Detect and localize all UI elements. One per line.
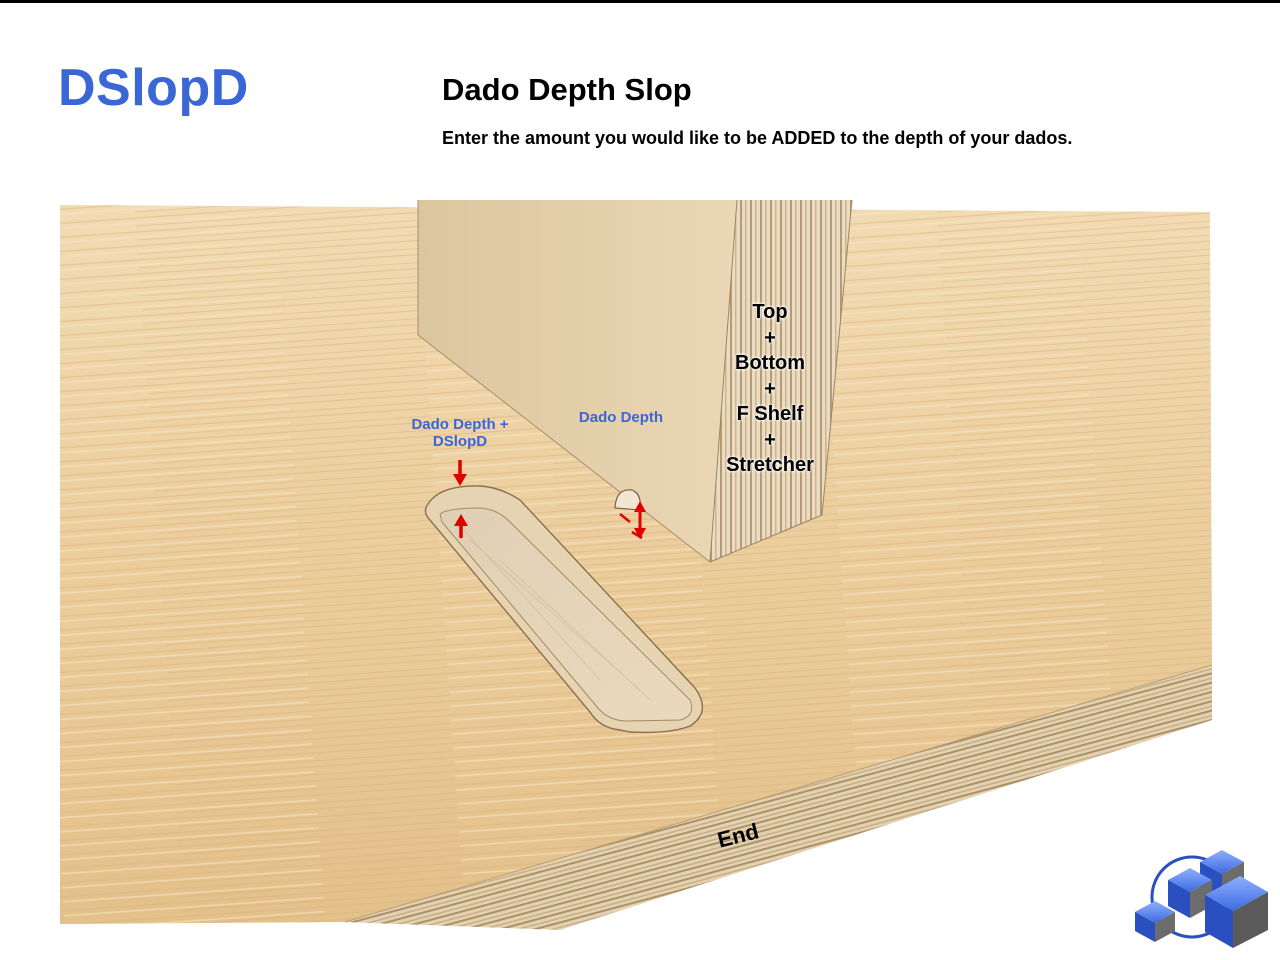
board-end-edge — [344, 664, 1213, 930]
notch-depth-arrows — [619, 501, 646, 540]
brand-title: DSlopD — [58, 59, 249, 117]
stack-plus-3: + — [764, 428, 776, 451]
stack-plus-1: + — [764, 326, 776, 349]
slot-depth-arrows — [453, 460, 468, 538]
standing-panel — [417, 199, 853, 563]
label-line-1: Dado Depth + — [411, 416, 509, 433]
stack-top: Top — [752, 301, 788, 323]
page-subtitle: Enter the amount you would like to be AD… — [442, 128, 1073, 148]
logo-cube-icon — [1135, 850, 1268, 948]
label-dado-depth: Dado Depth — [578, 409, 664, 426]
stack-plus-2: + — [764, 377, 776, 400]
stack-bottom: Bottom — [735, 352, 805, 374]
panel-stack-label: Top + Bottom + F Shelf + Stretcher — [700, 300, 840, 479]
stack-f-shelf: F Shelf — [736, 403, 804, 425]
page-title: Dado Depth Slop — [442, 72, 692, 107]
label-dado-depth-plus-slop: Dado Depth + DSlopD — [400, 416, 520, 450]
board-top-surface — [60, 205, 1212, 924]
top-rule — [0, 0, 1280, 3]
label-line-2: DSlopD — [432, 433, 488, 450]
stack-stretcher: Stretcher — [726, 454, 814, 476]
dado-slot — [424, 485, 703, 734]
